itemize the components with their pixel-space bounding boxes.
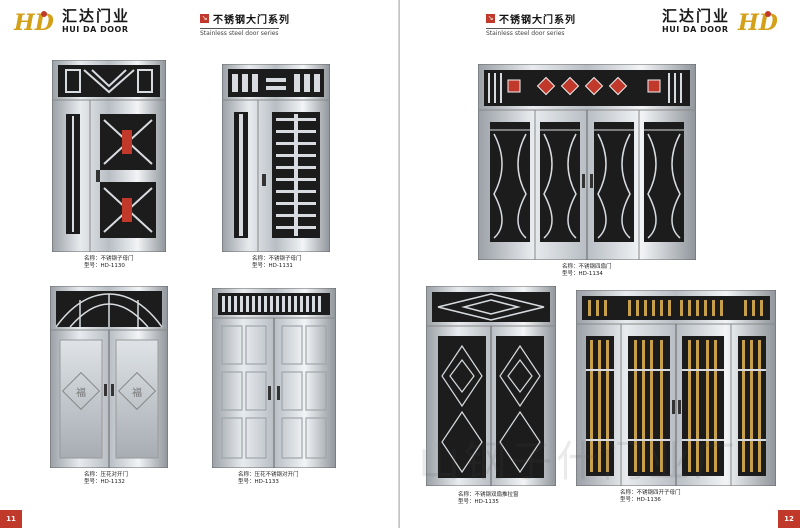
series-title-cn: 不锈钢大门系列 xyxy=(213,15,290,26)
hd-logo-icon: HD xyxy=(737,10,778,34)
door-name: 名称：不锈钢双扇推拉窗 xyxy=(458,492,519,498)
hd-logo-icon: HD xyxy=(13,10,54,34)
right-page: ↘ 不锈钢大门系列 Stainless steel door series 汇达… xyxy=(400,0,800,528)
door-model: 型号：HD-1135 xyxy=(458,499,499,505)
left-page: HD 汇达门业 HUI DA DOOR ↘ 不锈钢大门系列 Stainless … xyxy=(0,8,336,528)
door-model: 型号：HD-1130 xyxy=(84,263,125,269)
caption-hd1130: 名称：不锈钢子母门 型号：HD-1130 xyxy=(84,256,134,270)
door-image-hd1132: 福 福 xyxy=(50,286,168,468)
series-marker-icon: ↘ xyxy=(200,14,209,23)
door-name: 名称：压花不锈钢对开门 xyxy=(238,472,299,478)
door-image-hd1136 xyxy=(576,290,776,486)
svg-text:HD: HD xyxy=(13,10,54,34)
svg-text:福: 福 xyxy=(132,386,142,399)
svg-text:HD: HD xyxy=(737,10,778,34)
door-image-hd1135 xyxy=(426,286,556,486)
caption-hd1133: 名称：压花不锈钢对开门 型号：HD-1133 xyxy=(238,472,299,486)
brand-en: HUI DA DOOR xyxy=(62,24,129,34)
watermark-text: 山钢子什门业厂 xyxy=(418,437,741,486)
series-title-cn: 不锈钢大门系列 xyxy=(499,15,576,26)
caption-hd1132: 名称：压花对开门 型号：HD-1132 xyxy=(84,472,128,486)
brand-logo: 汇达门业 HUI DA DOOR HD xyxy=(662,8,780,34)
series-title: ↘ 不锈钢大门系列 Stainless steel door series xyxy=(486,11,576,37)
door-model: 型号：HD-1134 xyxy=(562,271,603,277)
brand-logo: HD 汇达门业 HUI DA DOOR xyxy=(12,8,130,34)
door-model: 型号：HD-1136 xyxy=(620,497,661,503)
caption-hd1134: 名称：不锈钢四扇门 型号：HD-1134 xyxy=(562,264,612,278)
door-image-hd1130 xyxy=(52,60,166,252)
series-marker-icon: ↘ xyxy=(486,14,495,23)
door-name: 名称：不锈钢子母门 xyxy=(84,256,134,262)
caption-hd1136: 名称：不锈钢四开子母门 型号：HD-1136 xyxy=(620,490,681,504)
page-number-left: 11 xyxy=(0,510,22,528)
series-title-en: Stainless steel door series xyxy=(486,28,565,37)
series-title: ↘ 不锈钢大门系列 Stainless steel door series xyxy=(200,11,290,37)
door-image-hd1131 xyxy=(222,64,330,252)
page-number-right: 12 xyxy=(778,510,800,528)
door-name: 名称：压花对开门 xyxy=(84,472,129,478)
door-name: 名称：不锈钢子母门 xyxy=(252,256,302,262)
door-model: 型号：HD-1132 xyxy=(84,479,125,485)
door-model: 型号：HD-1131 xyxy=(252,263,293,269)
door-name: 名称：不锈钢四扇门 xyxy=(562,264,612,270)
door-image-hd1134 xyxy=(478,64,696,260)
door-model: 型号：HD-1133 xyxy=(238,479,279,485)
door-name: 名称：不锈钢四开子母门 xyxy=(620,490,681,496)
brand-cn: 汇达门业 xyxy=(662,6,731,25)
brand-cn: 汇达门业 xyxy=(62,6,131,25)
caption-hd1131: 名称：不锈钢子母门 型号：HD-1131 xyxy=(252,256,302,270)
series-title-en: Stainless steel door series xyxy=(200,28,279,37)
brand-en: HUI DA DOOR xyxy=(662,24,729,34)
door-image-hd1133 xyxy=(212,288,336,468)
svg-text:福: 福 xyxy=(76,386,86,399)
caption-hd1135: 名称：不锈钢双扇推拉窗 型号：HD-1135 xyxy=(458,492,519,506)
